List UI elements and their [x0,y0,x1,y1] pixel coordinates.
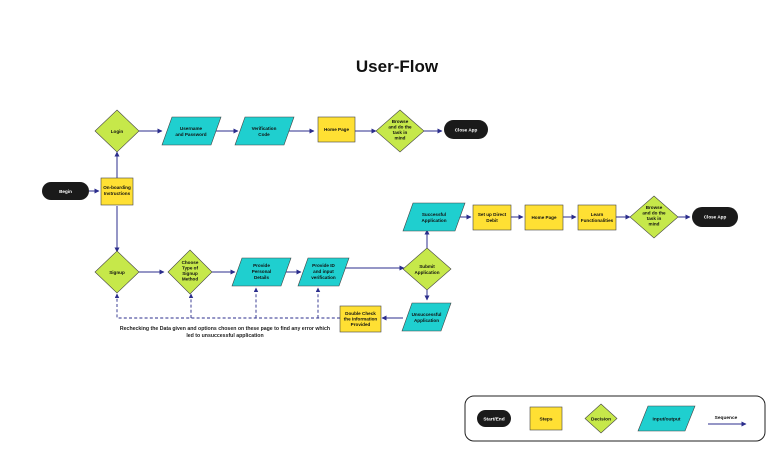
debit-line-2: Debit [486,218,498,223]
id-line-1: Provide ID [312,263,335,268]
legend-input-output: Input/output [637,405,696,432]
browse-top-line-1: Browse [392,119,409,124]
node-personal-details: Provide Personal Details [231,257,292,287]
verification-line-1: Verification [252,126,277,131]
legend-steps: Steps [529,406,563,431]
svg-text:Login: Login [111,129,124,134]
learn-line-1: Learn [591,212,604,217]
svg-text:Close App: Close App [704,215,727,220]
legend: Start/End Steps Decision Input/output Se… [464,395,766,442]
recheck-note-line-1: Rechecking the Data given and options ch… [120,326,330,332]
successful-line-2: Application [421,218,446,223]
svg-text:Sequence: Sequence [715,415,738,421]
username-line-2: and Password [175,132,206,137]
svg-text:Close App: Close App [455,128,478,133]
choose-line-2: Type of [182,266,198,271]
recheck-note-line-2: led to unsuccessful application [186,333,263,339]
browse-top-line-3: task in [393,130,408,135]
node-submit-application: Submit Application [402,247,452,291]
node-id-verification: Provide ID and input verification [297,257,350,287]
browse-mid-line-4: mind [649,222,660,227]
onboarding-line-2: Instructions [104,191,131,196]
connectors [89,128,691,321]
browse-mid-line-1: Browse [646,205,663,210]
browse-mid-line-2: and do the [642,211,666,216]
unsuccessful-line-1: Unsuccessful [412,312,442,317]
node-double-check: Double Check the Information Provided [339,305,382,333]
submit-line-1: Submit [419,264,435,269]
node-learn-functionalities: Learn Functionalities [577,204,617,231]
node-browse-top: Browse and do the task in mind [375,109,425,153]
node-home-page-mid: Home Page [524,204,564,231]
node-onboarding-instructions: On-boarding Instructions [100,177,134,206]
learn-line-2: Functionalities [581,218,614,223]
svg-text:Home Page: Home Page [324,127,349,132]
svg-text:Start/End: Start/End [483,417,504,423]
debit-line-1: Set up Direct [478,212,507,217]
node-verification-code: Verification Code [234,116,295,146]
browse-top-line-2: and do the [388,125,412,130]
node-setup-direct-debit: Set up Direct Debit [472,204,512,231]
node-login: Login [94,109,140,153]
edge-recheck-signup [114,293,340,319]
svg-text:Begin: Begin [59,189,72,194]
node-successful-application: Successful Application [402,202,466,232]
node-close-app-top: Close App [444,120,488,139]
legend-start-end: Start/End [477,410,511,427]
doublecheck-line-1: Double Check [345,311,376,316]
personal-line-1: Provide [253,263,270,268]
svg-text:Input/output: Input/output [653,417,681,423]
id-line-2: and input [313,269,334,274]
svg-text:Steps: Steps [539,417,552,423]
doublecheck-line-2: the Information [344,317,378,322]
personal-line-3: Details [254,275,270,280]
node-choose-signup-method: Choose Type of Signup Method [167,249,213,295]
unsuccessful-line-2: Application [414,318,439,323]
svg-text:Signup: Signup [109,270,125,275]
successful-line-1: Successful [422,212,446,217]
node-close-app-mid: Close App [692,207,738,227]
doublecheck-line-3: Provided [351,322,371,327]
verification-line-2: Code [258,132,270,137]
browse-mid-line-3: task in [647,216,662,221]
personal-line-2: Personal [252,269,271,274]
choose-line-4: Method [182,277,199,282]
username-line-1: Username [180,126,203,131]
submit-line-2: Application [414,270,439,275]
id-line-3: verification [311,275,336,280]
svg-text:Home Page: Home Page [531,215,556,220]
node-home-page-top: Home Page [317,116,356,143]
node-username-password: Username and Password [161,116,222,146]
browse-top-line-4: mind [395,136,406,141]
choose-line-3: Signup [182,271,198,276]
legend-sequence: Sequence [708,415,747,427]
node-browse-mid: Browse and do the task in mind [629,195,679,239]
onboarding-line-1: On-boarding [103,185,131,190]
svg-text:Decision: Decision [591,417,611,423]
feedback-connectors [114,287,340,319]
node-begin: Begin [42,182,89,200]
node-unsuccessful-application: Unsuccessful Application [401,302,452,332]
page-title: User-Flow [356,57,439,76]
legend-decision: Decision [584,403,618,434]
node-signup: Signup [94,250,140,294]
choose-line-1: Choose [182,260,199,265]
